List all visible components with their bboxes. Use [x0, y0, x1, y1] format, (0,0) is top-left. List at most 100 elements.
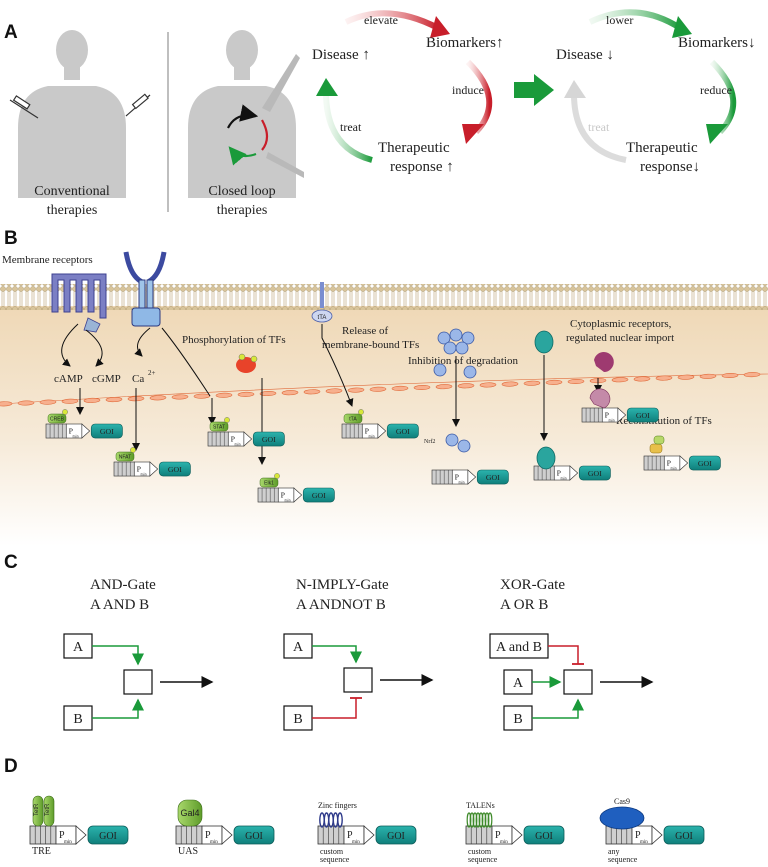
nrf2-spheres [445, 433, 471, 453]
gene-box [578, 465, 611, 481]
gene-label: GOI [636, 411, 650, 420]
and-gate-title: AND-Gate [90, 577, 156, 593]
transition-arrow [514, 74, 554, 106]
split-tf-part [653, 435, 665, 445]
transcription-factor [209, 421, 229, 432]
panel-d-letter: D [4, 756, 18, 777]
operator-site [207, 431, 229, 447]
cycle-up-biomarkers: Biomarkers↑ [426, 35, 503, 51]
gene-label: GOI [698, 459, 712, 468]
tf-label: Elk1 [264, 481, 274, 487]
operator-site [581, 407, 603, 423]
nuclear-pore [259, 391, 277, 397]
cytoplasmic-label-2: regulated nuclear import [566, 332, 674, 344]
nrf2-label: Nrf2 [424, 438, 435, 445]
binder-label: TetR [34, 803, 40, 816]
operator-site [175, 825, 203, 845]
binder-label: TetR [45, 803, 51, 816]
tss-arrow [75, 825, 87, 845]
zinc-finger [319, 812, 325, 828]
xor-gate: XOR-Gate A OR B A and B A B [489, 577, 654, 731]
promoter-min: min [640, 840, 648, 845]
tss-arrow [377, 423, 387, 439]
release-label-1: Release of [342, 325, 388, 337]
promoter-p: P [557, 468, 562, 477]
promoter-min: min [369, 434, 375, 438]
nimply-gate-title: N-IMPLY-Gate [296, 577, 389, 593]
syringe-icon [9, 95, 39, 119]
panel-a-letter: A [4, 22, 18, 43]
gene-label: GOI [675, 831, 693, 842]
nuclear-pore [303, 389, 321, 395]
promoter-min: min [459, 480, 465, 484]
camp-label: cAMP [54, 373, 83, 385]
phosphate-dot [238, 353, 246, 361]
nuclear-pore [237, 391, 255, 397]
nimply-gate-subtitle: A ANDNOT B [296, 597, 386, 613]
cycle-down: Disease ↓ Biomarkers↓ Therapeutic respon… [556, 9, 755, 175]
degradation-spheres [433, 328, 477, 379]
cycle-up-response-1: Therapeutic [378, 140, 450, 156]
gene-label: GOI [588, 469, 602, 478]
gal4-binder [177, 799, 203, 827]
promoter-min: min [235, 442, 241, 446]
cgmp-label: cGMP [92, 373, 121, 385]
gene-label: GOI [99, 831, 117, 842]
receptor-kinase [123, 251, 167, 327]
promoter-min: min [500, 840, 508, 845]
tss-arrow [243, 431, 253, 447]
nuclear-pore [61, 398, 79, 404]
calcium-charge: 2+ [148, 369, 156, 377]
patient-silhouette-closed-loop [188, 30, 296, 198]
calcium-label: Ca [132, 373, 144, 385]
binding-site-label: UAS [178, 846, 198, 857]
nuclear-pore [721, 372, 739, 379]
nuclear-pore [523, 380, 541, 386]
promoter-p: P [69, 426, 74, 435]
and-gate: AND-Gate A AND B A B [63, 577, 214, 731]
tss-arrow [679, 455, 689, 471]
release-label-2: membrane-bound TFs [322, 339, 419, 351]
promoter-p: P [59, 830, 65, 841]
tss-arrow [149, 461, 159, 477]
binding-site-label: sequence [608, 855, 638, 864]
and-input-b: B [73, 712, 82, 727]
gene-label: GOI [168, 465, 182, 474]
binder-label: Gal4 [180, 808, 199, 818]
cytoplasmic-receptor [534, 330, 554, 354]
operator-site [29, 825, 57, 845]
membrane-receptors-label: Membrane receptors [2, 254, 93, 266]
gene-box [302, 487, 335, 503]
nuclear-pore [545, 379, 563, 385]
nuclear-pore [215, 392, 233, 398]
patient-silhouette-conventional [18, 30, 126, 198]
binding-site-label: any [608, 847, 620, 856]
gene-box [90, 423, 123, 439]
nuclear-pore [655, 375, 673, 381]
gpcr-receptor [51, 273, 107, 319]
gene-label: GOI [486, 473, 500, 482]
phosphate-dot [62, 409, 68, 415]
gene-label: GOI [387, 831, 405, 842]
gene-box [87, 825, 129, 845]
promoter-min: min [671, 466, 677, 470]
nuclear-pore [347, 387, 365, 393]
and-gate-subtitle: A AND B [90, 597, 149, 613]
closed-loop-label-2: therapies [217, 203, 268, 218]
zoom-wedge-bottom [266, 152, 304, 178]
nuclear-pore [281, 390, 299, 396]
tss-arrow [651, 825, 663, 845]
promoter-p: P [635, 830, 641, 841]
gene-box [252, 431, 285, 447]
nuclear-pore [567, 378, 585, 385]
nuclear-pores [0, 372, 761, 407]
phosphorylation-label: Phosphorylation of TFs [182, 334, 286, 346]
nuclear-pore [677, 374, 695, 380]
inhibition-label: Inhibition of degradation [408, 355, 518, 367]
nuclear-pore [457, 383, 475, 389]
